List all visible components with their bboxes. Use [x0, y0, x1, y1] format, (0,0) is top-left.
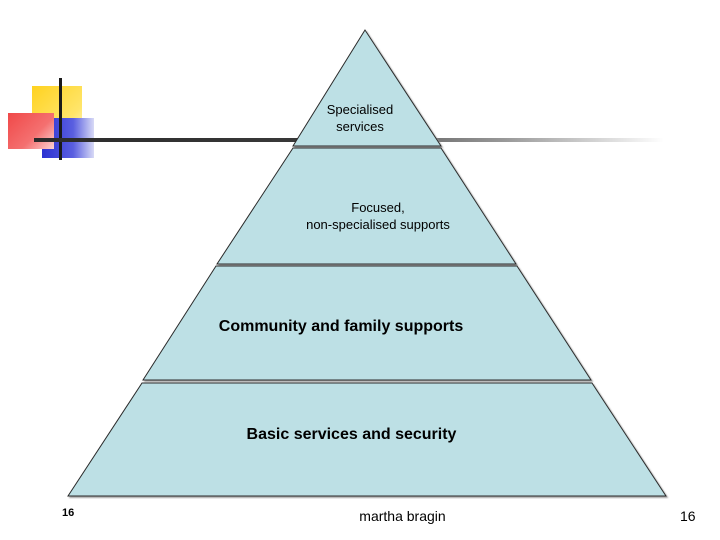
- tier-label-line: Basic services and security: [246, 426, 457, 443]
- tier-label-line: Community and family supports: [218, 318, 464, 335]
- tier-label-specialised: Specialised services: [0, 101, 720, 135]
- slide-number-right: 16: [680, 508, 696, 524]
- pyramid-tier-basic: [67, 382, 667, 497]
- decorative-vertical-line: [59, 78, 62, 160]
- tier-label-focused: Focused, non-specialised supports: [0, 199, 720, 233]
- tier-label-line: Focused,: [351, 200, 405, 215]
- slide-number-left: 16: [62, 507, 75, 519]
- tier-label-line: services: [336, 119, 384, 134]
- pyramid-tier-community: [142, 265, 592, 381]
- decorative-red-square: [8, 113, 54, 149]
- pyramid-tier-focused: [216, 147, 517, 265]
- footer-author: martha bragin: [359, 508, 446, 524]
- pyramid-tier-specialised: [292, 29, 442, 147]
- tier-label-basic: Basic services and security: [0, 425, 720, 445]
- tier-label-community: Community and family supports: [0, 317, 720, 337]
- tier-label-line: non-specialised supports: [306, 217, 450, 232]
- tier-label-line: Specialised: [326, 102, 394, 117]
